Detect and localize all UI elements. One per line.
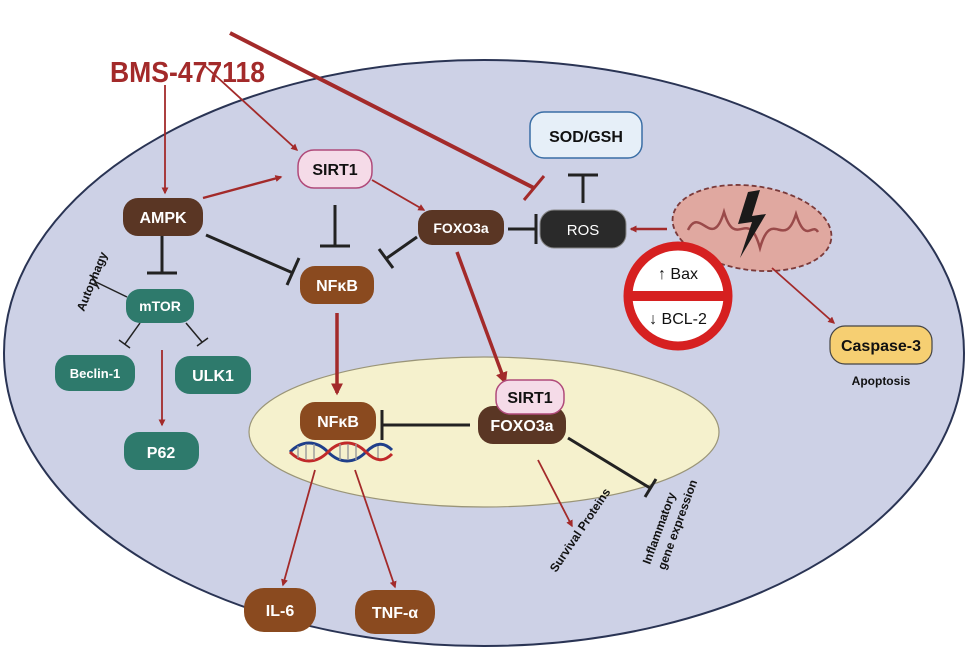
- drug-label: BMS-477118: [110, 57, 265, 89]
- mitochondrion-icon: [671, 184, 833, 272]
- nfkb-node: NFκB: [300, 266, 374, 304]
- nfkb-nuclear-node: NFκB: [300, 402, 376, 440]
- arrow-mito-caspase: [771, 267, 836, 324]
- activation-arrows: [158, 65, 836, 589]
- arrow-bms-sirt1: [204, 65, 299, 151]
- foxo3a-nuclear-label: FOXO3a: [490, 418, 553, 435]
- tnfa-label: TNF-α: [372, 605, 418, 622]
- beclin1-label: Beclin-1: [70, 366, 121, 381]
- arrow-dna-tnfa: [354, 469, 397, 589]
- cell-membrane: [3, 59, 965, 647]
- inhibit-ampk-nfkb: [205, 233, 301, 286]
- inhibition-lines: [147, 173, 658, 498]
- dna-helix-icon: [288, 441, 394, 463]
- sirt1-node: SIRT1: [297, 149, 373, 189]
- inhibit-foxo3a-inflammatory: [567, 436, 658, 498]
- sirt1-label: SIRT1: [312, 162, 357, 179]
- sirt1-nuclear-label: SIRT1: [507, 390, 552, 407]
- sod-gsh-label: SOD/GSH: [549, 129, 623, 146]
- tnfa-node: TNF-α: [355, 590, 435, 634]
- inhibit-sirt1-nfkb: [320, 205, 350, 248]
- ulk1-node: ULK1: [175, 356, 251, 394]
- foxo3a-label: FOXO3a: [433, 220, 488, 236]
- thin-inhibitions: [91, 275, 209, 349]
- sirt1-nuclear-node: SIRT1: [495, 379, 565, 415]
- il6-label: IL-6: [266, 603, 295, 620]
- il6-node: IL-6: [244, 588, 316, 632]
- p62-label: P62: [147, 445, 176, 462]
- foxo3a-nuclear-node: FOXO3a: [478, 406, 566, 444]
- arrow-sirt1-foxo3a: [371, 179, 426, 211]
- foxo3a-node: FOXO3a: [418, 210, 504, 245]
- arrow-ampk-sirt1: [202, 175, 283, 200]
- caspase3-label: Caspase-3: [841, 338, 921, 355]
- nfkb-nuclear-label: NFκB: [317, 414, 359, 431]
- ampk-node: AMPK: [123, 198, 203, 236]
- ulk1-label: ULK1: [192, 368, 234, 385]
- lightning-bolt-icon: [738, 190, 766, 258]
- caspase3-node: Caspase-3: [829, 325, 933, 365]
- inhibit-foxo3a-nfkb-nuc: [380, 410, 470, 440]
- sod-gsh-node: SOD/GSH: [529, 111, 643, 159]
- arrow-foxo3a-survival: [537, 459, 573, 528]
- inhibit-bms-ros: [229, 31, 546, 201]
- inhibit-ampk-mtor: [147, 233, 177, 275]
- inhibit-mtor-ulk1: [185, 322, 209, 347]
- inhibit-sod-ros: [568, 173, 598, 203]
- apoptosis-label: Apoptosis: [852, 374, 911, 388]
- bax-label: ↑ Bax: [658, 266, 698, 283]
- mtor-node: mTOR: [126, 289, 194, 323]
- bcl2-label: ↓ BCL-2: [649, 311, 707, 328]
- inhibit-foxo3a-nfkb: [377, 235, 418, 269]
- inhibit-foxo3a-ros: [508, 214, 538, 244]
- arrow-dna-il6: [281, 469, 316, 587]
- nfkb-label: NFκB: [316, 278, 358, 295]
- no-sign-icon: ↑ Bax ↓ BCL-2: [623, 241, 733, 351]
- ros-node: ROS: [539, 209, 627, 249]
- ros-label: ROS: [567, 222, 600, 239]
- mtor-label: mTOR: [139, 298, 181, 314]
- inhibit-mtor-autophagy: [91, 275, 128, 298]
- p62-node: P62: [124, 432, 199, 470]
- beclin1-node: Beclin-1: [55, 355, 135, 391]
- inhibit-mtor-beclin: [118, 322, 141, 349]
- arrow-foxo3a-nucleus: [455, 251, 508, 385]
- ampk-label: AMPK: [139, 210, 187, 227]
